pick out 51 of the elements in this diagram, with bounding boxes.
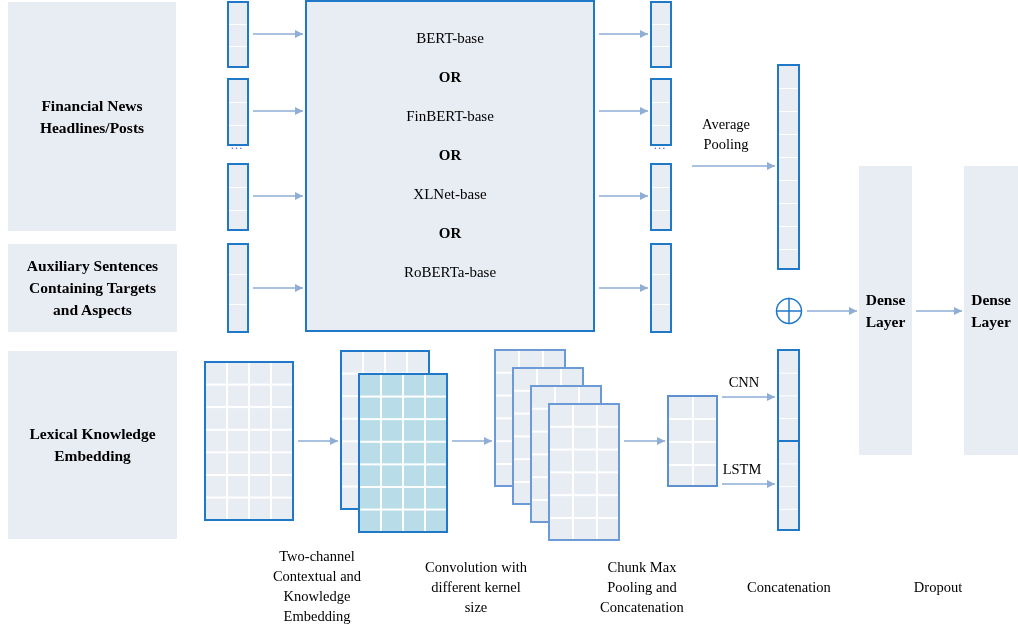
model-text: OR	[438, 224, 462, 243]
arrow	[721, 393, 776, 401]
model-box	[305, 0, 595, 332]
feature-map-stack	[494, 349, 620, 541]
vector-bar	[650, 243, 672, 333]
model-text: FinBERT-base	[406, 107, 494, 126]
ellipsis: ...	[229, 141, 245, 149]
vector-bar	[227, 243, 249, 333]
input-panel: Lexical Knowledge Embedding	[8, 351, 177, 539]
arrow	[915, 307, 963, 315]
arrow	[721, 480, 776, 488]
vector-bar	[650, 78, 672, 146]
input-panel: Auxiliary Sentences Containing Targets and Aspects	[8, 244, 177, 332]
sum-circle-icon	[775, 297, 803, 325]
model-text: BERT-base	[416, 29, 484, 48]
vector-bar	[227, 1, 249, 68]
arrow	[623, 437, 666, 445]
stage-caption: Two-channel Contextual and Knowledge Embedding	[271, 547, 363, 626]
arrow	[691, 162, 776, 170]
arrow	[598, 107, 649, 115]
stage-caption: Chunk Max Pooling and Concatenation	[599, 558, 685, 617]
input-panel: Financial News Headlines/Posts	[8, 2, 176, 231]
arrow	[252, 192, 304, 200]
arrow	[451, 437, 493, 445]
stage-caption: Convolution with different kernel size	[424, 558, 528, 617]
matrix-stack	[340, 350, 448, 533]
arrow	[598, 30, 649, 38]
layer-box: Dense Layer	[964, 166, 1018, 455]
vector-bar	[227, 163, 249, 231]
vector-bar	[227, 78, 249, 146]
model-text: RoBERTa-base	[403, 263, 497, 282]
vector-bar	[650, 1, 672, 68]
layer-box: Dense Layer	[859, 166, 912, 455]
vector-bar	[777, 349, 800, 531]
arrow	[297, 437, 339, 445]
arrow	[252, 284, 304, 292]
ellipsis: ...	[652, 141, 668, 149]
arrow	[806, 307, 858, 315]
vector-bar	[777, 64, 800, 270]
arrow	[252, 107, 304, 115]
stage-caption: Concatenation	[746, 578, 832, 597]
matrix-grid	[667, 395, 718, 487]
arrow	[598, 284, 649, 292]
vector-bar	[650, 163, 672, 231]
model-text: XLNet-base	[413, 185, 487, 204]
arrow	[598, 192, 649, 200]
arrow	[252, 30, 304, 38]
model-text: OR	[438, 68, 462, 87]
model-text: OR	[438, 146, 462, 165]
stage-caption: Dropout	[912, 578, 964, 597]
matrix-grid	[204, 361, 294, 521]
